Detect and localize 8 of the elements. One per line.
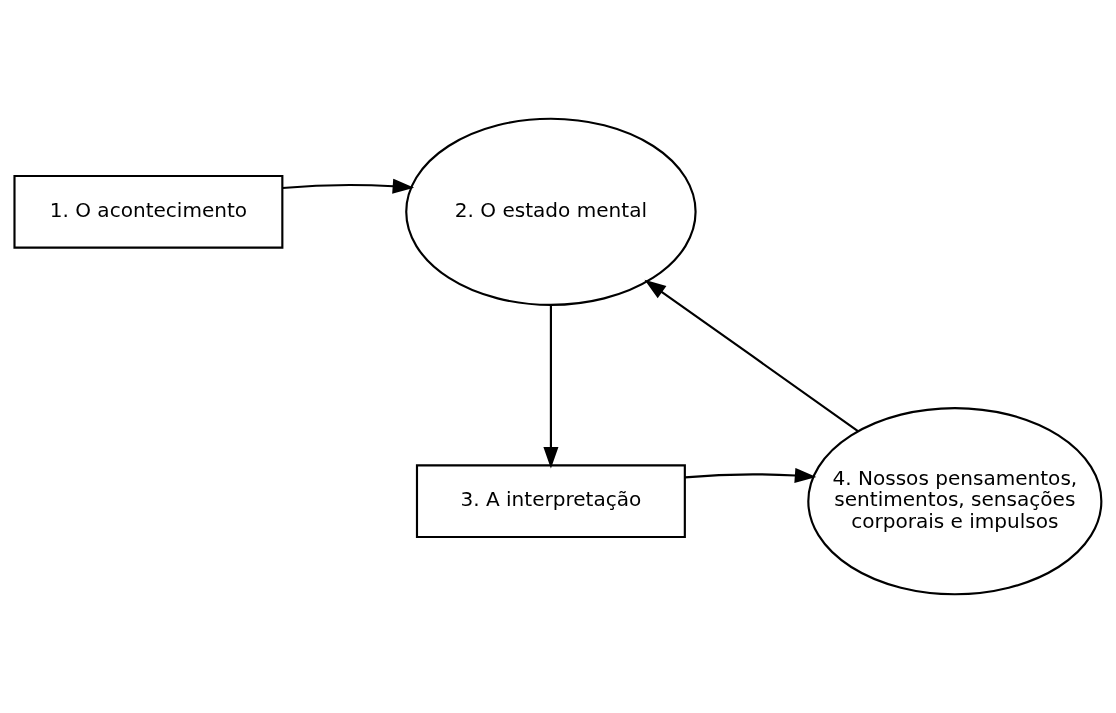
arrow [282,178,415,194]
arrow [684,467,817,483]
arrow [543,305,559,469]
node-ellipse: 4. Nossos pensamentos, sentimentos, sensações corporais e impulsos [807,407,1103,596]
node-box: 1. O acontecimento [13,174,284,249]
node-box: 3. A interpretação [415,464,686,539]
node-ellipse: 2. O estado mental [405,117,697,306]
arrow [644,279,859,432]
